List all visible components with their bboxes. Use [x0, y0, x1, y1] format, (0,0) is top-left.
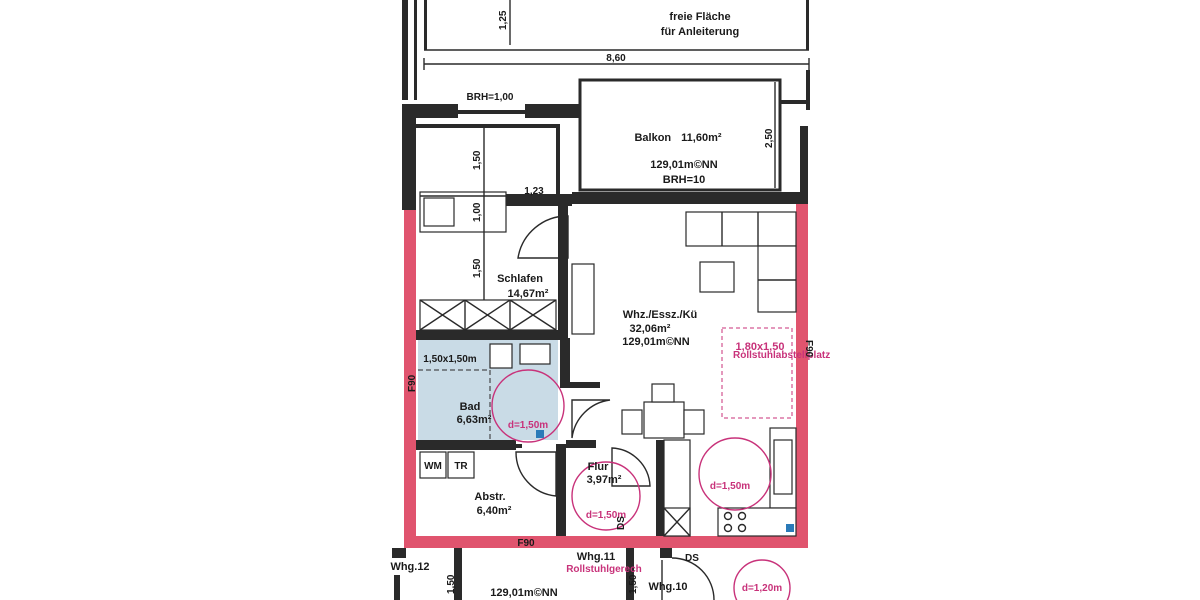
below-level: 129,01m©NN: [490, 587, 557, 599]
fire-wall-bottom: [404, 536, 808, 548]
turn-circle-hall: [571, 461, 641, 531]
dim-window-brh: BRH=1,00: [467, 92, 514, 103]
fire-wall-right: [796, 204, 808, 544]
dim-bed-mid: 1,00: [472, 202, 483, 222]
turn-unit10-label: d=1,20m: [742, 583, 782, 594]
bottom-walls: [392, 548, 715, 600]
turn-circle-bath: [491, 369, 565, 443]
bath-name: Bad: [460, 401, 481, 413]
fire-label-bottom: F90: [517, 538, 535, 549]
wheelchair-area-label: Rollstuhlabstellplatz: [733, 350, 830, 361]
living-name: Whz./Essz./Kü: [623, 309, 698, 321]
turn-bath-label: d=1,50m: [508, 420, 548, 431]
turn-circle-kitchen: [698, 437, 772, 511]
living-kitchen: [621, 211, 797, 537]
bedroom-name: Schlafen: [497, 273, 543, 285]
turn-circle-unit10: [733, 559, 791, 600]
outer-walls: [402, 78, 808, 210]
balcony-brh: BRH=10: [663, 174, 706, 186]
turn-kitchen-label: d=1,50m: [710, 481, 750, 492]
hall-area: 3,97m²: [587, 474, 622, 486]
ds-marker-1: DS: [616, 516, 627, 530]
unit11-note: Rollstuhlgerech: [566, 564, 642, 575]
dim-bed-width: 1,23: [524, 186, 544, 197]
storage: [419, 451, 557, 497]
dim-small-2: 1,50: [628, 574, 639, 594]
wheelchair-area-size: 1,80x1,50: [736, 341, 785, 353]
bedroom-area: 14,67m²: [508, 288, 549, 300]
interior-walls: [416, 206, 664, 536]
bath-shower-size: 1,50x1,50m: [423, 354, 476, 365]
fire-wall-left: [404, 210, 416, 540]
unit11-name: Whg.11: [577, 551, 616, 563]
dim-balcony-depth: 2,50: [764, 128, 775, 148]
bath-area: 6,63m²: [457, 414, 492, 426]
living-level: 129,01m©NN: [622, 336, 689, 348]
turn-hall-label: d=1,50m: [586, 510, 626, 521]
unit10-name: Whg.10: [648, 581, 687, 593]
ds-marker-2: DS: [685, 553, 699, 564]
top-height-dim: 1,25: [498, 10, 509, 30]
wheelchair-area: [721, 327, 793, 419]
fire-label-left: F90: [407, 374, 418, 392]
hall-name: Flur: [588, 461, 609, 473]
storage-wm: WM: [424, 461, 442, 472]
dim-bed-top: 1,50: [472, 150, 483, 170]
top-area: [402, 0, 810, 110]
unit12-name: Whg.12: [390, 561, 429, 573]
balcony-level: 129,01m©NN: [650, 159, 717, 171]
storage-name: Abstr.: [474, 491, 505, 503]
top-width-dim: 8,60: [606, 53, 626, 64]
hall-door-swing: [611, 447, 651, 487]
free-area-line1: freie Fläche: [669, 11, 730, 23]
fire-label-right: F90: [803, 340, 814, 358]
bedroom: [419, 128, 595, 335]
storage-area: 6,40m²: [477, 505, 512, 517]
storage-tr: TR: [454, 461, 468, 472]
free-area-line2: für Anleiterung: [661, 26, 739, 38]
dim-small-1: 1,50: [446, 574, 457, 594]
living-area: 32,06m²: [630, 323, 671, 335]
bathroom: [418, 343, 611, 440]
dim-bed-low: 1,50: [472, 258, 483, 278]
